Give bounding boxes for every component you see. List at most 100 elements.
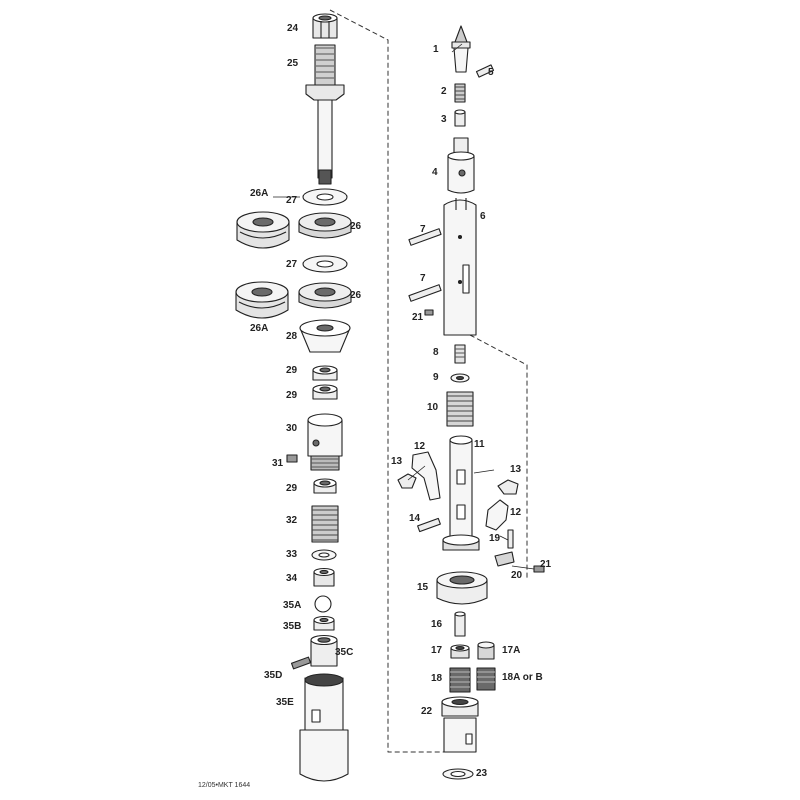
part-34-nut (313, 567, 335, 587)
part-26-packing (298, 212, 352, 239)
part-23-washer (442, 768, 474, 780)
callout-26: 26 (350, 290, 362, 301)
part-18ab-spring (476, 667, 496, 691)
leader-line (511, 565, 535, 570)
callout-27: 27 (286, 195, 298, 206)
callout-17a: 17A (502, 645, 521, 656)
part-17a-seat (477, 641, 495, 660)
callout-13: 13 (510, 464, 522, 475)
leader-line (407, 465, 426, 481)
callout-29: 29 (286, 390, 298, 401)
part-3-plunger (454, 109, 466, 127)
callout-6: 6 (480, 211, 486, 222)
part-25-stem (305, 44, 345, 185)
part-32-spring (311, 505, 339, 543)
part-7-pin (408, 284, 442, 302)
callout-1: 1 (433, 44, 439, 55)
callout-33: 33 (286, 549, 298, 560)
callout-22: 22 (421, 706, 433, 717)
callout-35c: 35C (335, 647, 354, 658)
callout-18: 18 (431, 673, 443, 684)
part-26a-packing-set (235, 281, 289, 319)
part-29-ring (313, 478, 337, 494)
callout-3: 3 (441, 114, 447, 125)
part-21-screw (424, 309, 434, 316)
leader-line (499, 535, 509, 541)
callout-35b: 35B (283, 621, 302, 632)
part-27-washer (302, 255, 348, 273)
callout-29: 29 (286, 365, 298, 376)
part-13-cam (497, 479, 519, 495)
part-29-ring (312, 365, 338, 381)
callout-19: 19 (489, 533, 501, 544)
callout-11: 11 (474, 439, 485, 450)
callout-29: 29 (286, 483, 298, 494)
part-35a-ball (314, 595, 332, 613)
part-9-washer (450, 373, 470, 383)
callout-4: 4 (432, 167, 438, 178)
callout-26a: 26A (250, 188, 269, 199)
part-17-seat (450, 644, 470, 659)
callout-26: 26 (350, 221, 362, 232)
part-20-clip (494, 551, 515, 567)
part-26-packing (298, 282, 352, 309)
callout-20: 20 (511, 570, 523, 581)
part-16-stem (454, 611, 466, 637)
part-12-lever (485, 499, 509, 531)
callout-23: 23 (476, 768, 488, 779)
callout-12: 12 (414, 441, 426, 452)
part-33-washer (311, 549, 337, 561)
assembly-guide-line (329, 9, 450, 753)
callout-30: 30 (286, 423, 298, 434)
part-24-nut (312, 13, 338, 39)
part-10-spring (446, 391, 474, 427)
part-29-ring (312, 384, 338, 400)
callout-5: 5 (488, 67, 494, 78)
callout-9: 9 (433, 372, 439, 383)
callout-13: 13 (391, 456, 403, 467)
document-code: 12/05•MKT 1644 (198, 782, 251, 789)
leader-line (473, 469, 495, 474)
leader-line (451, 43, 463, 53)
part-35d-pin (290, 656, 312, 670)
callout-34: 34 (286, 573, 298, 584)
callout-14: 14 (409, 513, 421, 524)
part-27-washer (302, 188, 348, 206)
callout-2: 2 (441, 86, 447, 97)
assembly-guide-line (469, 334, 528, 578)
part-12-lever (411, 451, 441, 501)
callout-15: 15 (417, 582, 429, 593)
callout-21: 21 (540, 559, 552, 570)
callout-27: 27 (286, 259, 298, 270)
part-22-foot-valve (441, 696, 479, 753)
part-35c-cage (310, 634, 338, 667)
callout-8: 8 (433, 347, 439, 358)
callout-17: 17 (431, 645, 443, 656)
part-26a-packing-set (236, 211, 290, 249)
callout-28: 28 (286, 331, 298, 342)
callout-32: 32 (286, 515, 298, 526)
callout-7: 7 (420, 273, 426, 284)
callout-18ab: 18A or B (502, 672, 543, 683)
part-18-spring (449, 667, 471, 693)
callout-12: 12 (510, 507, 522, 518)
callout-26a: 26A (250, 323, 269, 334)
callout-21: 21 (412, 312, 424, 323)
part-35b-seat (313, 615, 335, 631)
part-4-coupling (447, 137, 475, 194)
part-15-packing-nut (436, 571, 488, 605)
part-2-spring (454, 83, 466, 103)
callout-16: 16 (431, 619, 443, 630)
callout-10: 10 (427, 402, 439, 413)
part-6-cylinder (443, 198, 477, 336)
callout-31: 31 (272, 458, 284, 469)
part-11-valve-body (442, 435, 480, 551)
part-7-pin (408, 228, 442, 246)
part-8-valve-stem (454, 344, 466, 364)
callout-7: 7 (420, 224, 426, 235)
callout-35d: 35D (264, 670, 283, 681)
part-5-pin (475, 64, 495, 78)
part-1-tip (451, 25, 471, 73)
part-30-housing (307, 413, 343, 471)
